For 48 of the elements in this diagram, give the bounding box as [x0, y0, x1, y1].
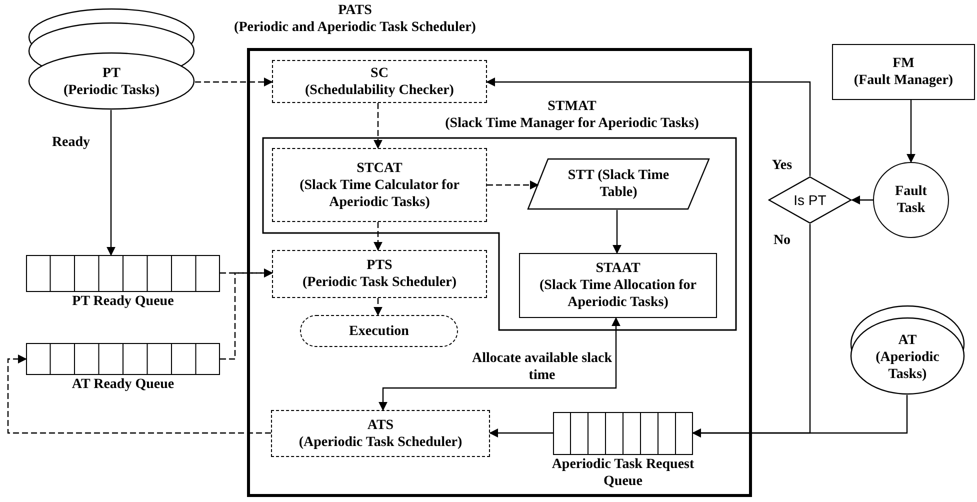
arrow [851, 196, 873, 204]
box-title: AT [898, 332, 917, 348]
arrow [7, 354, 271, 434]
arrow [195, 78, 273, 86]
box-subtitle: (Aperiodic Task Scheduler) [298, 434, 462, 450]
arrow [692, 395, 908, 438]
queue-label: AT Ready Queue [70, 376, 176, 393]
box-title: PT [102, 65, 120, 82]
arrow [374, 298, 382, 316]
process-box [272, 250, 487, 298]
box-title: STMAT [546, 98, 598, 115]
arrow [612, 210, 622, 254]
arrow [106, 110, 116, 256]
arrow [486, 78, 811, 176]
process-box [272, 148, 487, 222]
arrow [374, 103, 382, 149]
box-title: STAAT [596, 260, 640, 277]
box-title: PTS [366, 257, 392, 274]
box-subtitle: (Schedulability Checker) [305, 82, 454, 98]
box-title: Execution [349, 322, 409, 340]
box-title: STT (Slack Time Table) [566, 167, 670, 201]
box-title: PATS [337, 2, 373, 19]
decision-label: Is PT [794, 190, 826, 210]
queue-label: Aperiodic Task Request Queue [550, 456, 696, 490]
queue-label: PT Ready Queue [71, 293, 175, 310]
process-box [519, 253, 717, 318]
box-subtitle: (Slack Time Manager for Aperiodic Tasks) [444, 115, 700, 132]
box-subtitle: (Slack Time Allocation for Aperiodic Tasks) [538, 277, 698, 311]
box-subtitle: (Aperiodic Tasks) [874, 348, 940, 382]
box-title: Fault Task [894, 183, 928, 217]
arrow [374, 222, 382, 251]
box-subtitle: (Periodic Tasks) [63, 82, 160, 99]
box-subtitle: (Periodic and Aperiodic Task Scheduler) [233, 19, 477, 36]
box-title: FM [892, 55, 914, 72]
box-subtitle: (Fault Manager) [854, 72, 954, 89]
arrow [489, 428, 553, 438]
box-subtitle: (Periodic Task Scheduler) [302, 274, 456, 291]
arrow [378, 317, 620, 411]
box-title: STCAT [356, 160, 402, 176]
process-box [272, 60, 487, 103]
box-title: ATS [367, 416, 394, 434]
box-title: SC [370, 64, 388, 82]
arrow [220, 268, 273, 360]
arrow [487, 180, 539, 190]
arrow [906, 100, 916, 163]
box-subtitle: (Slack Time Calculator for Aperiodic Tasks) [298, 176, 460, 210]
process-box [271, 410, 490, 457]
process-box [832, 44, 975, 100]
